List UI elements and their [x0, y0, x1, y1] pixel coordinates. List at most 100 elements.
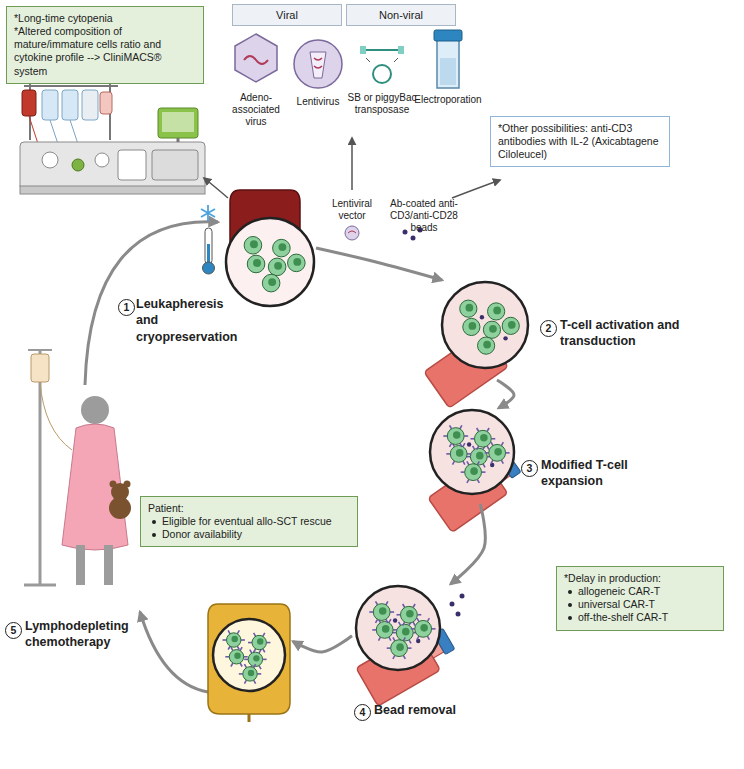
bullet-item: allogeneic CAR-T	[564, 585, 716, 598]
transposase-icon	[366, 58, 370, 62]
bullet-dot	[568, 590, 572, 594]
cell-circle	[227, 633, 241, 647]
cell-circle	[252, 635, 266, 649]
note-text: *Altered composition of mature/immature …	[14, 25, 196, 78]
patient-figure	[62, 424, 128, 550]
cell-circle	[400, 606, 417, 623]
bullet-item: off-the-shelf CAR-T	[564, 611, 716, 624]
bead-symbol	[403, 230, 408, 235]
cell-circle	[244, 664, 246, 667]
process-step: 1Leukapheresis and cryopreservation	[224, 186, 316, 310]
cell-circle	[240, 663, 242, 666]
cell-circle	[467, 461, 469, 464]
cell-circle	[356, 586, 440, 670]
cell-circle	[253, 655, 259, 661]
cell-circle	[442, 282, 528, 368]
cell-circle	[389, 619, 391, 622]
cell-circle	[213, 619, 285, 691]
text-label: Lentiviral vector	[322, 198, 382, 222]
lentivirus-icon	[294, 40, 342, 88]
cell-circle	[393, 629, 397, 631]
cell-circle	[254, 633, 256, 636]
cell-circle	[489, 444, 506, 461]
infusion-bag	[208, 604, 290, 722]
thermometer-icon	[207, 244, 210, 264]
bullet-item: Eligible for eventual allo-SCT rescue	[148, 515, 350, 528]
cell-circle	[288, 254, 306, 272]
cycle-arrow	[451, 504, 486, 584]
cell-circle	[478, 337, 495, 354]
vector-symbol	[345, 226, 359, 240]
vector-symbol	[345, 226, 359, 240]
tab-label: Non-viral	[347, 5, 455, 25]
cell-circle	[393, 655, 395, 658]
step-label: Leukapheresis and cryopreservation	[136, 296, 248, 345]
cell-circle	[430, 410, 514, 494]
cell-circle	[487, 428, 489, 431]
callout-number: 1	[118, 299, 135, 316]
cell-circle	[376, 619, 378, 622]
cell-circle	[415, 620, 432, 637]
cell-circle	[487, 446, 489, 449]
cell-circle	[442, 282, 528, 368]
clinimacs-machine	[20, 142, 205, 190]
cell-circle	[491, 460, 493, 463]
cell-circle	[257, 673, 261, 675]
cell-circle	[446, 453, 450, 455]
patient-figure	[28, 349, 52, 351]
pointer-arrow	[351, 138, 353, 190]
process-step: 2T-cell activation and transduction	[420, 280, 530, 380]
pointer-arrow	[204, 178, 228, 198]
note-text: *Delay in production:	[564, 572, 716, 585]
cell-circle	[489, 325, 497, 333]
cell-circle	[213, 218, 528, 691]
cell-circle	[225, 656, 229, 658]
cell-circle	[417, 614, 421, 616]
transposase-icon	[364, 49, 400, 51]
patient-figure	[104, 545, 113, 585]
cell-circle	[488, 303, 505, 320]
cell-circle	[389, 637, 391, 640]
cell-circle	[480, 315, 484, 319]
cell-circle	[273, 239, 291, 257]
cell-circle	[399, 622, 401, 625]
cell-circle	[278, 243, 286, 251]
cell-circle	[420, 624, 428, 632]
patient-figure	[76, 545, 85, 585]
cell-circle	[243, 667, 257, 681]
cell-circle	[483, 464, 485, 467]
cell-circle	[263, 649, 265, 652]
note-text: *Long-time cytopenia	[14, 12, 196, 25]
cell-circle	[386, 619, 388, 622]
callout-number: 4	[354, 704, 371, 721]
cell-circle	[403, 655, 405, 658]
thermometer-icon	[203, 262, 215, 274]
cell-circle	[456, 449, 464, 457]
cell-circle	[443, 435, 447, 437]
text-label: Adeno-associated virus	[224, 92, 288, 128]
vector-symbol	[348, 231, 356, 233]
cell-circle	[293, 258, 301, 266]
cell-circle	[391, 640, 408, 657]
clinimacs-machine	[62, 90, 78, 120]
clinimacs-machine	[42, 152, 58, 168]
transposase-icon	[394, 58, 398, 62]
cell-circle	[240, 647, 242, 650]
cell-circle	[430, 410, 514, 494]
patient-figure	[24, 350, 131, 585]
cell-circle	[239, 673, 243, 675]
clinimacs-machine	[42, 90, 58, 120]
cell-circle	[393, 618, 397, 622]
cell-circle	[248, 670, 254, 676]
cell-circle	[501, 442, 503, 445]
cell-circle	[477, 479, 479, 482]
cell-circle	[432, 628, 436, 630]
cell-circle	[268, 258, 286, 276]
cell-circle	[493, 307, 501, 315]
cell-circle	[254, 680, 256, 683]
pointer-arrow	[452, 180, 500, 198]
cell-circle	[390, 611, 394, 613]
cell-circle	[396, 643, 404, 651]
cell-circle	[477, 428, 479, 431]
electroporation-cuvette	[434, 30, 462, 41]
